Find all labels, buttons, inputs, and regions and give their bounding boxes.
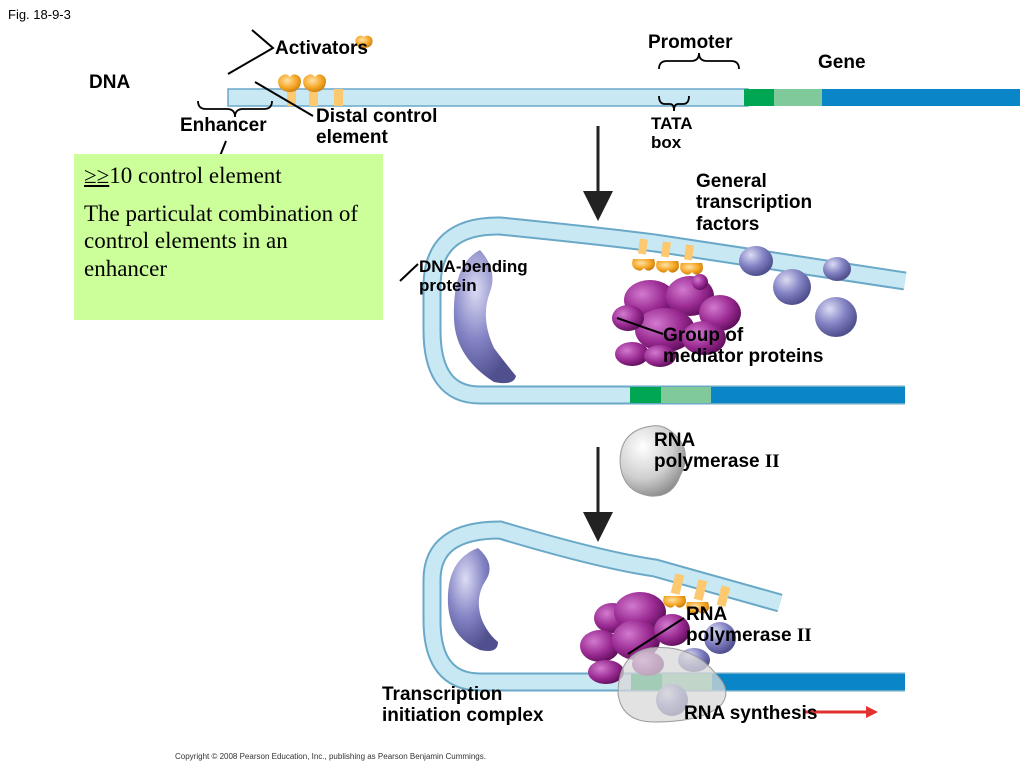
label-dna: DNA xyxy=(89,72,131,93)
activator-protein xyxy=(663,596,709,614)
control-element xyxy=(287,89,296,106)
label-promoter: Promoter xyxy=(648,32,733,53)
activator-protein xyxy=(278,74,326,92)
label-rna-synthesis: RNA synthesis xyxy=(684,703,818,724)
promoter-light-green xyxy=(661,387,711,403)
dna-bending-protein xyxy=(447,548,498,651)
note-box: ≥≥10 control element The particulat comb… xyxy=(74,154,383,320)
rna-polymerase-ii xyxy=(619,425,686,497)
gene-coding-region xyxy=(822,89,1020,106)
rna-polymerase-ii-bound xyxy=(617,647,727,723)
promoter-dark-green xyxy=(744,89,774,106)
tata-brace xyxy=(658,95,690,112)
top-dna-strand xyxy=(227,88,1020,107)
label-rnap1-line2-wrap: polymerase II xyxy=(654,451,780,472)
label-mediator-line2: mediator proteins xyxy=(663,346,824,368)
middle-dna-loop xyxy=(422,216,907,405)
label-tata-box: TATA box xyxy=(651,114,693,152)
label-tic-line2: initiation complex xyxy=(382,705,544,727)
label-rna-polymerase-ii-bound: RNA polymerase II xyxy=(686,604,812,647)
label-dna-bending-line2: protein xyxy=(419,276,477,296)
note-line1: ≥≥10 control element xyxy=(84,162,373,190)
label-dna-bending-protein: DNA-bending protein xyxy=(419,257,528,295)
label-activators: Activators xyxy=(275,38,368,59)
control-element xyxy=(309,89,318,106)
label-enhancer: Enhancer xyxy=(180,115,267,136)
label-rnap2-line1: RNA xyxy=(686,604,728,625)
label-rnap2-line2: polymerase xyxy=(686,625,797,647)
figure-label: Fig. 18-9-3 xyxy=(8,7,71,22)
label-rnap1-numeral: II xyxy=(764,451,780,473)
label-mediator-proteins: Group of mediator proteins xyxy=(663,325,823,368)
label-general-transcription-factors: General transcription factors xyxy=(696,171,812,235)
note-symbols: ≥≥ xyxy=(84,163,110,188)
label-leaders-top xyxy=(219,29,314,157)
note-paragraph: The particulat combination of control el… xyxy=(84,200,358,281)
label-gtf-line3: factors xyxy=(696,213,760,235)
promoter-brace xyxy=(658,52,740,70)
label-tic-line1: Transcription xyxy=(382,684,503,705)
label-transcription-initiation-complex: Transcription initiation complex xyxy=(382,684,544,727)
note-line1-text: 10 control element xyxy=(109,163,282,188)
activator-protein xyxy=(632,259,703,275)
mediator-protein-cluster xyxy=(612,274,741,367)
label-rnap2-numeral: II xyxy=(796,625,812,647)
label-rnap2-line2-wrap: polymerase II xyxy=(686,625,812,646)
label-gtf-line1: General xyxy=(696,171,767,192)
label-tata-line1: TATA xyxy=(651,114,693,133)
label-distal-line1: Distal control xyxy=(316,106,438,127)
label-mediator-line1: Group of xyxy=(663,325,744,346)
control-element xyxy=(334,89,343,106)
dna-bending-protein xyxy=(453,250,516,384)
label-dna-bending-line1: DNA-bending xyxy=(419,257,528,276)
label-rnap1-line2: polymerase xyxy=(654,451,765,473)
copyright-text: Copyright © 2008 Pearson Education, Inc.… xyxy=(175,752,486,761)
label-gtf-line2: transcription xyxy=(696,192,813,214)
label-tata-line2: box xyxy=(651,133,682,153)
gene-coding-region xyxy=(711,387,905,403)
label-leaders xyxy=(399,263,685,655)
label-rna-polymerase-ii: RNA polymerase II xyxy=(654,430,780,473)
promoter-dark-green xyxy=(630,387,661,403)
label-distal-control-element: Distal control element xyxy=(316,106,437,149)
label-distal-line2: element xyxy=(316,127,388,149)
gene-coding-region xyxy=(712,674,905,690)
free-activator-icon xyxy=(355,35,373,48)
label-gene: Gene xyxy=(818,52,866,73)
enhancer-brace xyxy=(197,100,273,118)
general-transcription-factors xyxy=(739,246,857,337)
label-rnap1-line1: RNA xyxy=(654,430,696,451)
promoter-light-green xyxy=(774,89,822,106)
bottom-dna-loop xyxy=(422,520,905,692)
